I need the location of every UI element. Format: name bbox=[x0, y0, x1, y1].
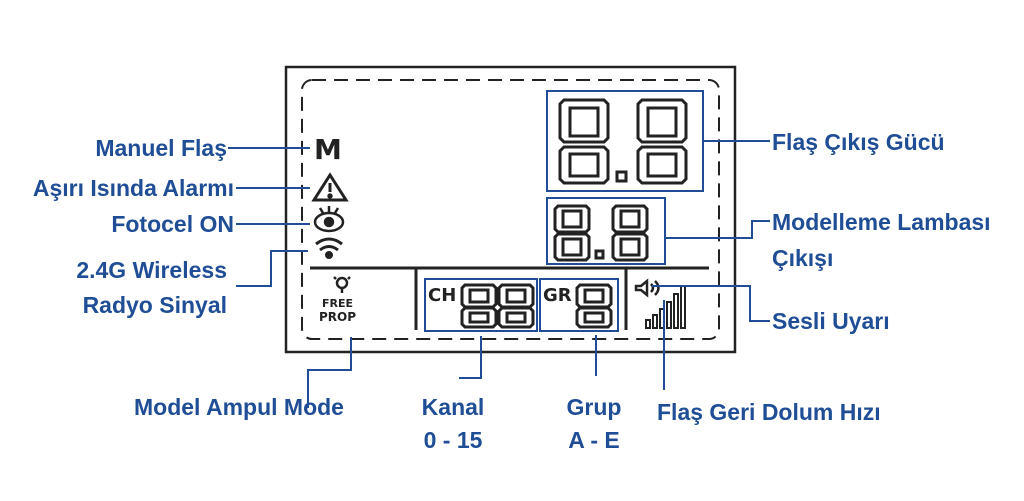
manual-mode-mark: M bbox=[314, 133, 342, 166]
photocell-eye-icon bbox=[313, 206, 345, 233]
channel-box bbox=[424, 278, 538, 332]
label-flas-cikis-gucu: Flaş Çıkış Gücü bbox=[772, 129, 945, 155]
label-manuel-flas: Manuel Flaş bbox=[95, 135, 227, 161]
label-model-ampul-mode: Model Ampul Mode bbox=[134, 394, 344, 420]
group-box bbox=[539, 278, 619, 332]
speaker-icon bbox=[634, 278, 660, 298]
group-digit bbox=[575, 283, 613, 329]
prop-text: PROP bbox=[319, 310, 357, 324]
label-kanal-line1: Kanal bbox=[421, 394, 485, 420]
label-grup-line1: Grup bbox=[566, 394, 622, 420]
warning-triangle-icon bbox=[311, 172, 349, 202]
lcd-divider bbox=[310, 266, 709, 330]
label-grup-line2: A - E bbox=[568, 427, 620, 453]
label-fotocel-on: Fotocel ON bbox=[111, 211, 234, 237]
group-gr-text: GR bbox=[543, 285, 572, 306]
label-kanal-line2: 0 - 15 bbox=[423, 427, 483, 453]
label-wireless-line1: 2.4G Wireless bbox=[76, 257, 227, 283]
label-wireless-line2: Radyo Sinyal bbox=[82, 292, 227, 318]
channel-digits bbox=[460, 283, 535, 329]
small-display-box bbox=[546, 197, 666, 265]
modeling-lamp-icon bbox=[333, 276, 351, 293]
channel-ch-text: CH bbox=[428, 285, 457, 306]
small-display-digits bbox=[553, 204, 649, 262]
wireless-signal-icon bbox=[315, 237, 343, 259]
lcd-inner-frame bbox=[301, 79, 720, 340]
leader-lines bbox=[228, 140, 770, 408]
label-modelleme-line1: Modelleme Lambası bbox=[772, 209, 991, 235]
free-text: FREE bbox=[322, 297, 354, 310]
label-sesli-uyari: Sesli Uyarı bbox=[772, 308, 890, 334]
label-modelleme-line2: Çıkışı bbox=[772, 245, 834, 271]
label-flas-geri-dolum-hizi: Flaş Geri Dolum Hızı bbox=[657, 399, 881, 425]
lcd-outer-frame bbox=[284, 65, 737, 354]
label-asiri-isinda-alarmi: Aşırı Isında Alarmı bbox=[32, 175, 234, 201]
big-display-digits bbox=[558, 98, 688, 185]
